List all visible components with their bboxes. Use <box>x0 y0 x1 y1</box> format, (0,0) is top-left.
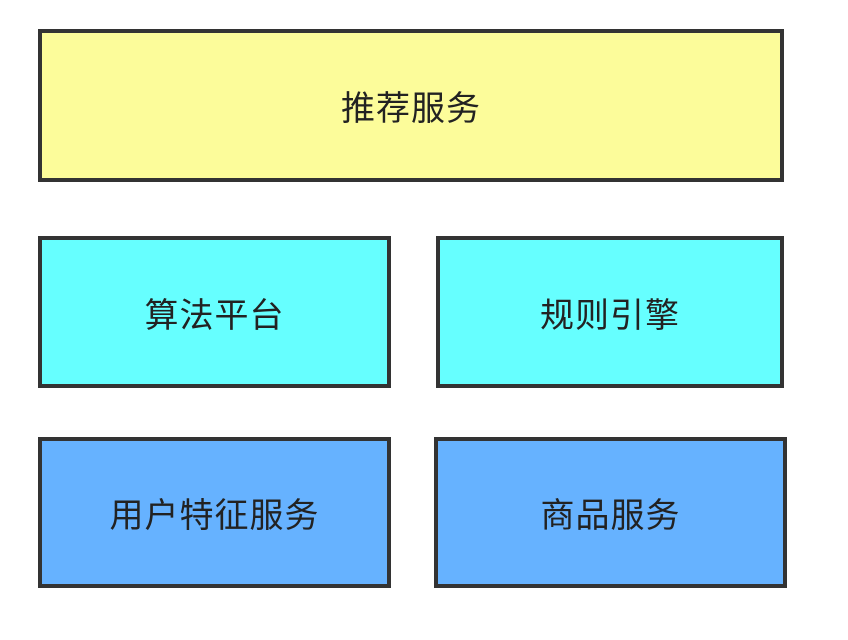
recommend-service-box: 推荐服务 <box>38 29 784 182</box>
recommend-service-label: 推荐服务 <box>341 89 481 129</box>
algorithm-platform-label: 算法平台 <box>144 295 285 336</box>
algorithm-platform-box: 算法平台 <box>38 236 391 388</box>
rule-engine-box: 规则引擎 <box>436 236 784 388</box>
rule-engine-label: 规则引擎 <box>540 295 680 336</box>
user-feature-service-box: 用户特征服务 <box>38 437 391 588</box>
product-service-box: 商品服务 <box>434 437 787 588</box>
product-service-label: 商品服务 <box>540 496 681 536</box>
user-feature-service-label: 用户特征服务 <box>109 496 320 536</box>
